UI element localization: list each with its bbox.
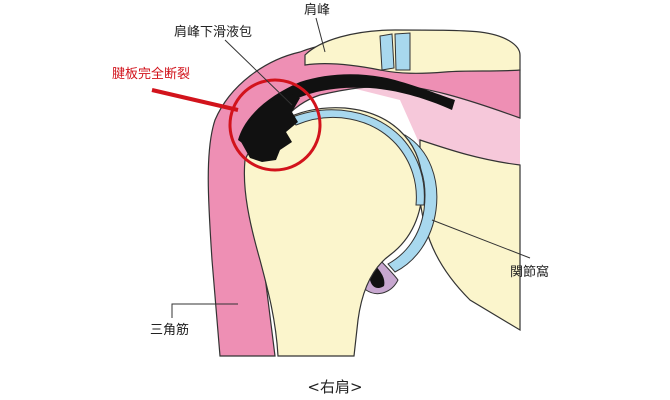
ac-joint-cartilage [380, 34, 394, 70]
label-bursa: 肩峰下滑液包 [174, 24, 252, 40]
tear-leader-line [152, 90, 238, 110]
label-deltoid: 三角筋 [150, 322, 189, 338]
label-glenoid: 関節窩 [510, 264, 549, 280]
caption-right-shoulder: <右肩> [307, 378, 362, 396]
label-acromion: 肩峰 [304, 2, 330, 18]
label-tear: 腱板完全断裂 [112, 66, 190, 82]
ac-joint-disc [395, 33, 410, 70]
